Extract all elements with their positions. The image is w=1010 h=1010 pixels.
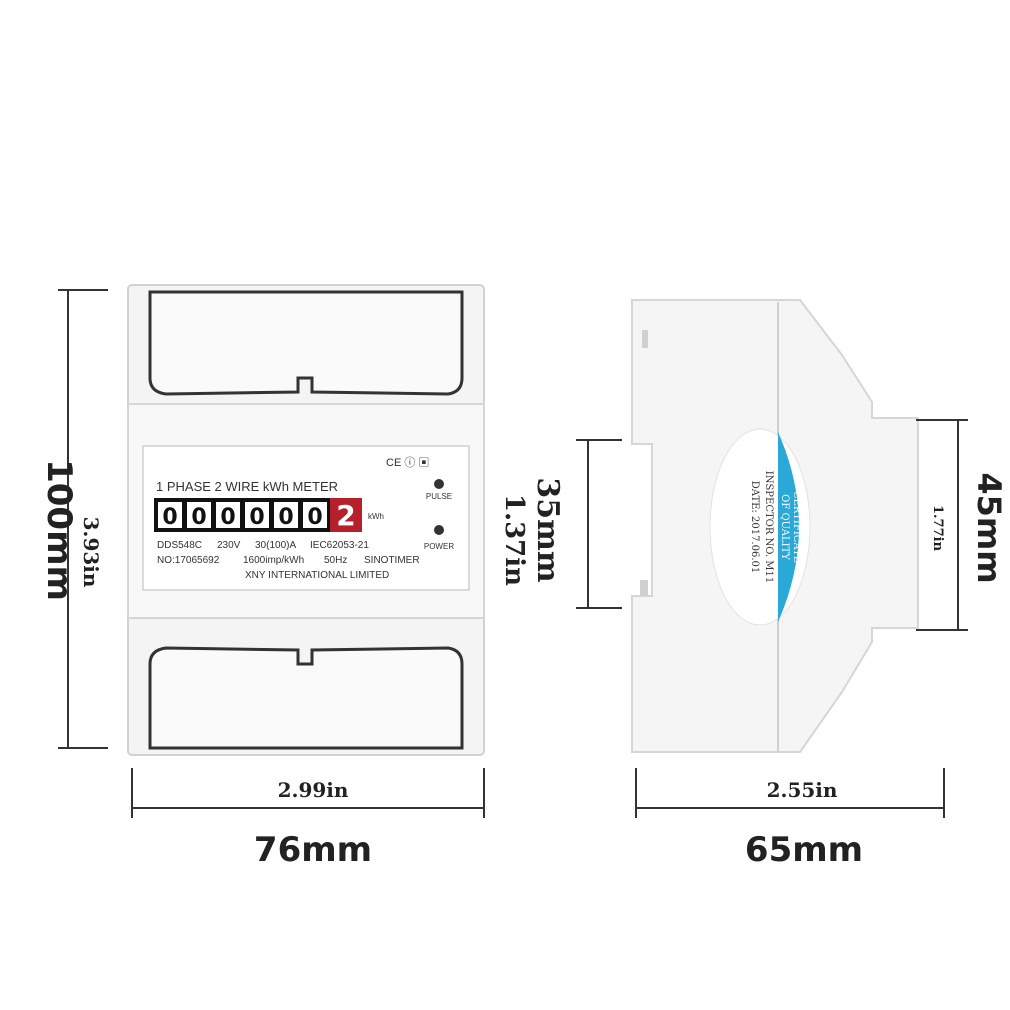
width-mm-label: 76mm [254, 830, 372, 870]
depth-in-label: 2.55in [767, 778, 838, 802]
height-mm-label: 100mm [39, 459, 79, 601]
depth-mm-label: 65mm [745, 830, 863, 870]
counter-digit: 0 [249, 505, 264, 530]
mid-mm-label: 45mm [970, 472, 1008, 583]
spec-frequency: 50Hz [324, 555, 347, 566]
sticker-line-1: CERTIFICATE [791, 491, 802, 563]
counter-unit: kWh [368, 512, 384, 521]
red-digit-window [330, 498, 362, 532]
digit-window [216, 502, 240, 528]
side-clip-top [642, 330, 648, 348]
top-terminal-cover [148, 290, 464, 396]
power-led-icon [434, 525, 444, 535]
digit-window [187, 502, 211, 528]
cert-marks: CE ⓘ ▣ [386, 456, 429, 469]
spec-voltage: 230V [217, 540, 241, 551]
rail-mm-label: 35mm [530, 477, 565, 582]
side-view-meter: CERTIFICATE OF QUALITY INSPECTOR NO. M11… [631, 299, 919, 753]
sticker-line-2: OF QUALITY [779, 494, 790, 560]
rail-in-label: 1.37in [499, 494, 529, 586]
digit-window [274, 502, 298, 528]
counter-digit: 0 [278, 505, 293, 530]
spec-current: 30(100)A [255, 540, 296, 551]
dimension-lines [58, 289, 968, 818]
counter-digit: 0 [162, 505, 177, 530]
spec-brand: SINOTIMER [364, 555, 420, 566]
counter-digit: 0 [307, 505, 322, 530]
mid-in-label: 1.77in [930, 505, 945, 552]
sticker-text-group: CERTIFICATE OF QUALITY INSPECTOR NO. M11… [749, 471, 802, 584]
red-digit: 2 [336, 499, 355, 532]
sticker-blue-band [778, 432, 799, 622]
height-in-label: 3.93in [79, 517, 103, 588]
sticker-line-4: DATE: 2017.06.01 [749, 481, 760, 573]
counter-digit: 0 [220, 505, 235, 530]
power-label: POWER [424, 542, 454, 551]
digit-window [158, 502, 182, 528]
digit-window [303, 502, 327, 528]
width-in-label: 2.99in [278, 778, 349, 802]
spec-standard: IEC62053-21 [310, 540, 369, 551]
counter-digit: 0 [191, 505, 206, 530]
spec-model: DDS548C [157, 540, 202, 551]
sticker-line-3: INSPECTOR NO. M11 [763, 471, 774, 584]
pulse-label: PULSE [426, 492, 452, 501]
manufacturer: XNY INTERNATIONAL LIMITED [245, 570, 389, 581]
pulse-led-icon [434, 479, 444, 489]
meter-title: 1 PHASE 2 WIRE kWh METER [156, 479, 338, 494]
side-clip-bottom [640, 580, 648, 596]
spec-serial: NO:17065692 [157, 555, 220, 566]
bottom-terminal-cover [148, 646, 464, 750]
spec-impulse: 1600imp/kWh [243, 555, 304, 566]
digit-window [245, 502, 269, 528]
